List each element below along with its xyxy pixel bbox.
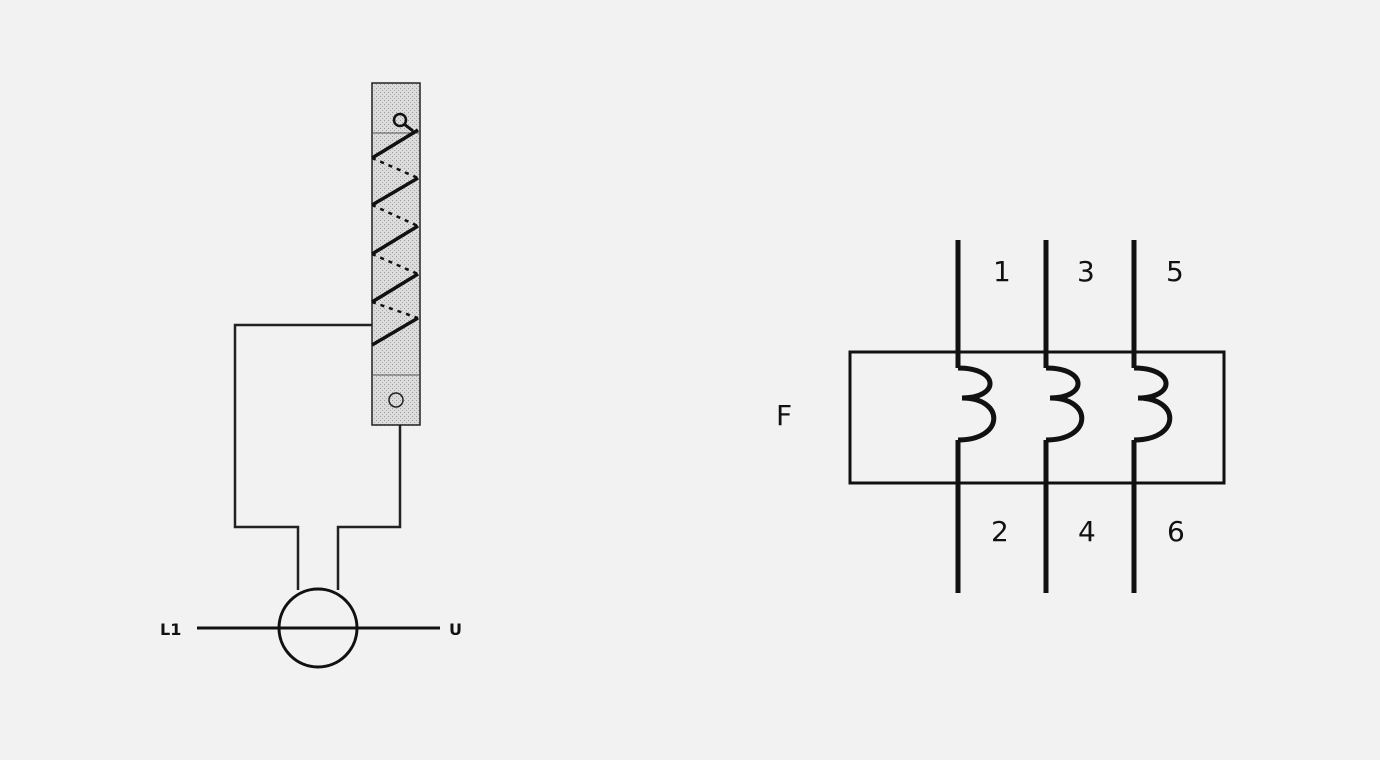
left-wire [233, 323, 372, 590]
line-in-label: L1 [160, 620, 181, 639]
terminal-5-label: 5 [1166, 255, 1184, 288]
terminal-2-label: 2 [991, 515, 1009, 548]
thermal-element-2 [1045, 365, 1085, 443]
relay-housing [848, 350, 1226, 485]
terminal-3-label: 3 [1077, 255, 1095, 288]
device-label: F [776, 399, 792, 432]
thermal-element-3 [1133, 365, 1173, 443]
line-out-label: U [449, 620, 462, 639]
heater-top-terminal-lead [403, 122, 414, 133]
terminal-6-label: 6 [1167, 515, 1185, 548]
terminal-4-label: 4 [1078, 515, 1096, 548]
heating-coil [371, 128, 419, 347]
overload-relay-symbol: F 1 3 5 2 4 6 [776, 240, 1226, 593]
heater-strip [371, 82, 421, 426]
heater-bottom-terminal [388, 392, 404, 408]
right-wire [336, 425, 402, 590]
thermal-element-1 [957, 365, 997, 443]
terminal-1-label: 1 [993, 255, 1011, 288]
heater-circuit: L1 U [160, 82, 462, 669]
heater-top-terminal [392, 112, 408, 128]
